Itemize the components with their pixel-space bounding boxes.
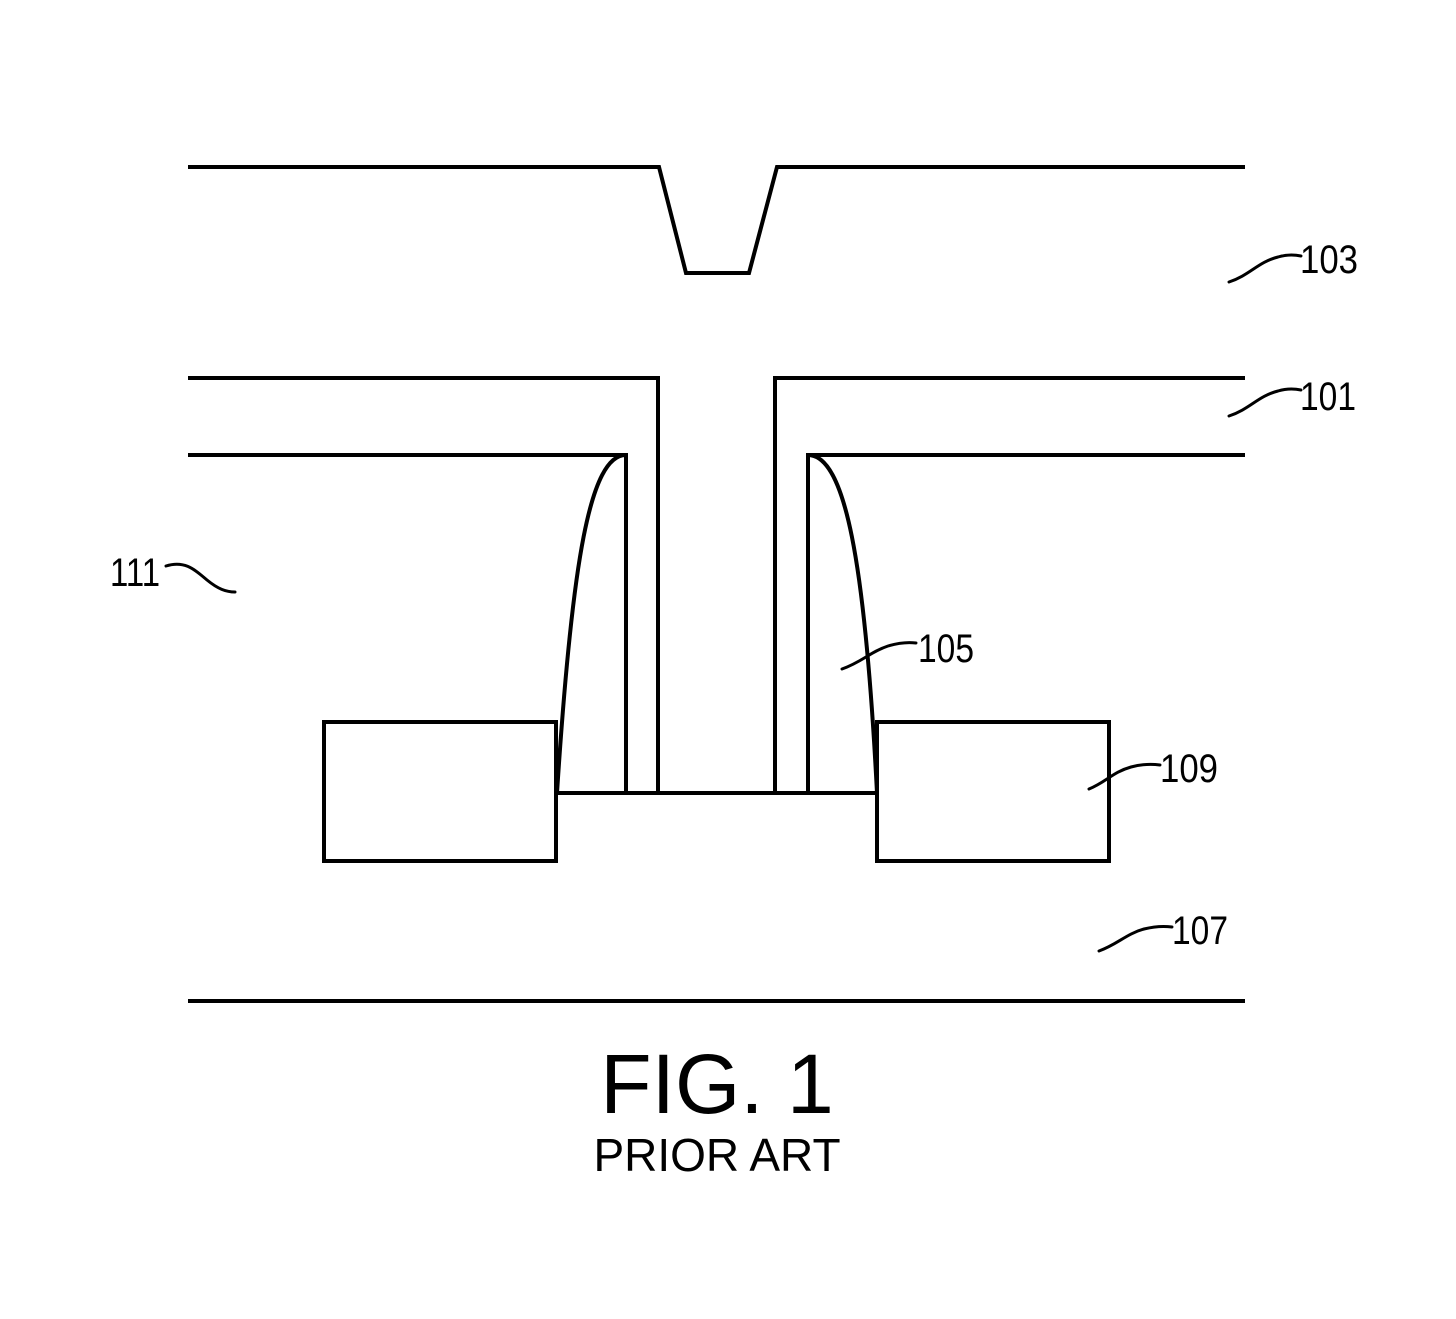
liner-left-outer: [188, 378, 658, 793]
liner-right-outer: [775, 378, 1245, 793]
label-109: 109: [1160, 747, 1218, 791]
label-101: 101: [1300, 375, 1356, 419]
spacer-left: [557, 455, 626, 793]
leader-111: [166, 564, 235, 592]
source-drain-right: [877, 722, 1109, 861]
leader-107: [1099, 926, 1172, 951]
spacer-right: [808, 455, 877, 793]
leader-101: [1229, 389, 1301, 416]
label-111: 111: [110, 551, 160, 595]
top-layer-outline: [188, 167, 1245, 273]
figure-title: FIG. 1: [600, 1037, 833, 1131]
leader-109: [1089, 764, 1160, 789]
leader-103: [1229, 255, 1301, 282]
source-drain-left: [324, 722, 556, 861]
leader-105: [842, 643, 916, 669]
figure-subtitle: PRIOR ART: [593, 1129, 840, 1181]
label-105: 105: [918, 627, 974, 671]
label-103: 103: [1300, 238, 1358, 282]
label-107: 107: [1172, 909, 1228, 953]
